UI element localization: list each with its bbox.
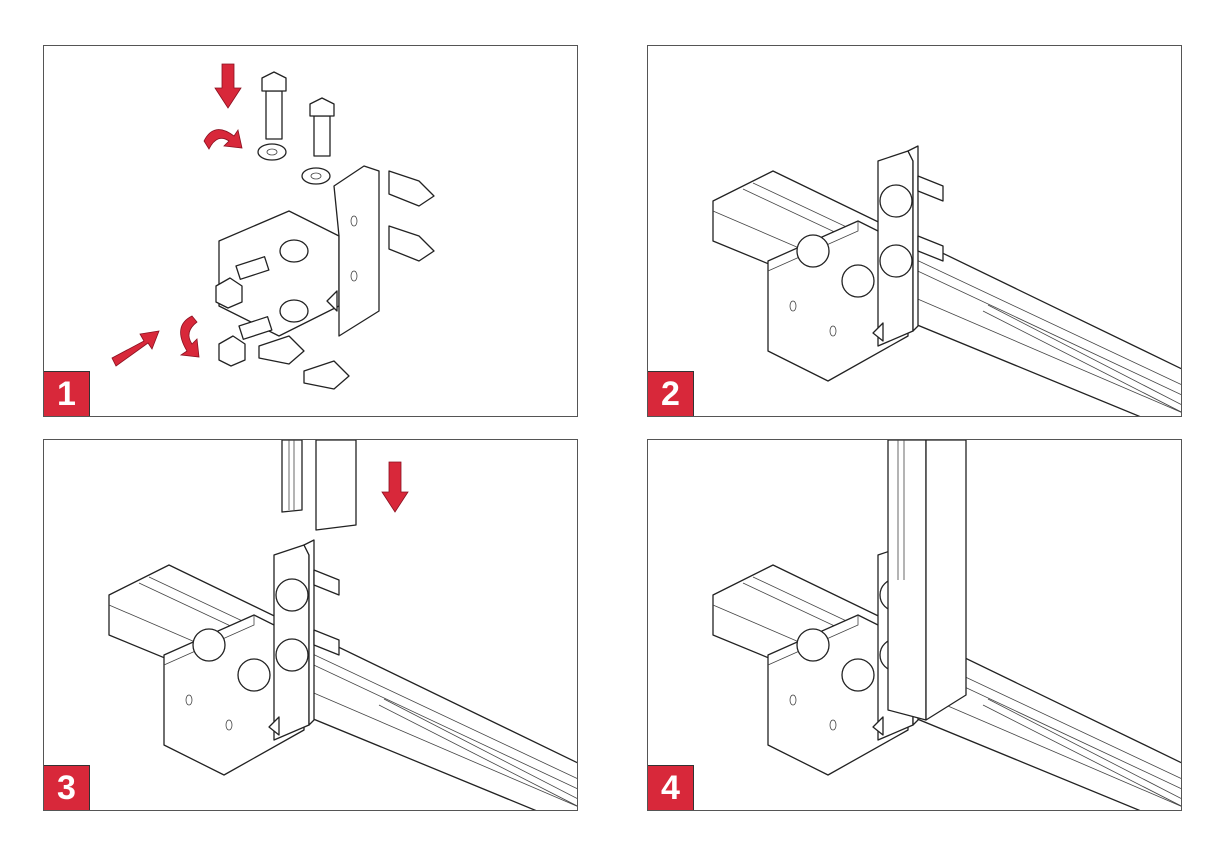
down-arrow-icon <box>381 461 409 513</box>
step-3-panel: 3 <box>43 439 578 811</box>
bracket-on-rail-illustration <box>712 46 1181 416</box>
down-arrow-icon <box>214 63 242 109</box>
step-1-panel: 1 <box>43 45 578 417</box>
rotate-arrow-icon <box>203 128 243 150</box>
step-2-panel: 2 <box>647 45 1182 417</box>
step-number-badge: 3 <box>44 765 90 810</box>
step-number-badge: 1 <box>44 371 90 416</box>
step-number-badge: 4 <box>648 765 694 810</box>
exploded-parts-illustration <box>111 63 435 390</box>
step-4-panel: 4 <box>647 439 1182 811</box>
step-number-badge: 2 <box>648 371 694 416</box>
push-arrow-icon <box>111 330 160 367</box>
insert-vertical-rail-illustration <box>108 440 577 810</box>
assembled-corner-illustration <box>712 440 1181 810</box>
rotate-arrow-icon <box>179 315 200 358</box>
